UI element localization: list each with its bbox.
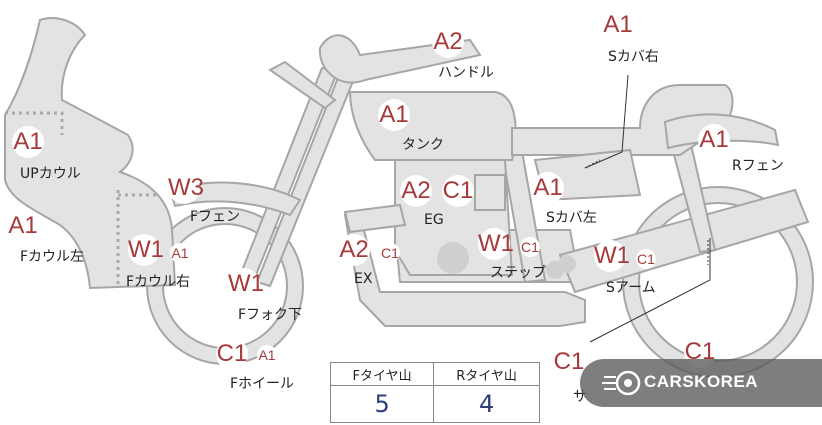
label-side-cover-left: Sカバ左 [546, 210, 597, 226]
grade-side-cover-left: A1 [532, 172, 564, 204]
label-rear-fender: Rフェン [732, 158, 784, 174]
label-side-cover-right: Sカバ右 [608, 49, 659, 65]
grade-front-wheel-1: C1 [216, 338, 248, 370]
front-tire-value: 5 [329, 385, 435, 423]
label-tank: タンク [402, 137, 444, 153]
grade-engine-1: A2 [400, 175, 432, 207]
label-swing-arm: Sアーム [606, 280, 656, 296]
grade-step-1: W1 [478, 228, 514, 260]
grade-swing-arm-2: C1 [636, 249, 656, 269]
grade-front-fork: W1 [228, 268, 264, 300]
label-handle: ハンドル [438, 65, 494, 81]
exhaust-shape [343, 214, 586, 327]
grade-engine-2: C1 [442, 175, 474, 207]
grade-front-cowl-right-2: A1 [170, 243, 190, 263]
grade-exhaust-2: C1 [380, 243, 400, 263]
grade-swing-arm-1: W1 [594, 240, 630, 272]
grade-front-wheel-2: A1 [257, 345, 277, 365]
label-exhaust: EX [354, 271, 373, 287]
brand-name: CARSKOREA [644, 372, 759, 391]
label-step: ステップ [490, 265, 546, 281]
grade-up-cowl: A1 [12, 126, 44, 158]
front-tire-header: Fタイヤ山 [329, 362, 435, 386]
fairing-shape [4, 17, 177, 290]
grade-tank: A1 [378, 99, 410, 131]
brand-watermark: CARSKOREA [580, 359, 822, 407]
grade-bottom-1: C1 [553, 346, 585, 378]
label-front-fender: Fフェン [190, 209, 241, 225]
label-front-cowl-right: Fカウル右 [126, 274, 191, 290]
grade-side-cover-right: A1 [602, 9, 634, 41]
label-front-cowl-left: Fカウル左 [20, 249, 85, 265]
label-engine: EG [424, 212, 444, 228]
front-fender-shape [168, 181, 302, 217]
grade-front-cowl-left: A1 [7, 210, 39, 242]
rear-tire-value: 4 [433, 385, 540, 423]
grade-rear-fender: A1 [698, 124, 730, 156]
grade-front-cowl-right-1: W1 [128, 234, 164, 266]
brand-logo-icon [602, 370, 641, 396]
label-front-wheel: Fホイール [230, 376, 295, 392]
tire-tread-table: Fタイヤ山 Rタイヤ山 5 4 [329, 362, 540, 423]
label-up-cowl: UPカウル [20, 166, 81, 182]
label-front-fork: Fフォク下 [238, 307, 303, 323]
rear-tire-header: Rタイヤ山 [433, 362, 540, 386]
grade-exhaust-1: A2 [338, 234, 370, 266]
grade-handle: A2 [432, 26, 464, 58]
grade-step-2: C1 [520, 237, 540, 257]
grade-front-fender: W3 [168, 172, 204, 204]
